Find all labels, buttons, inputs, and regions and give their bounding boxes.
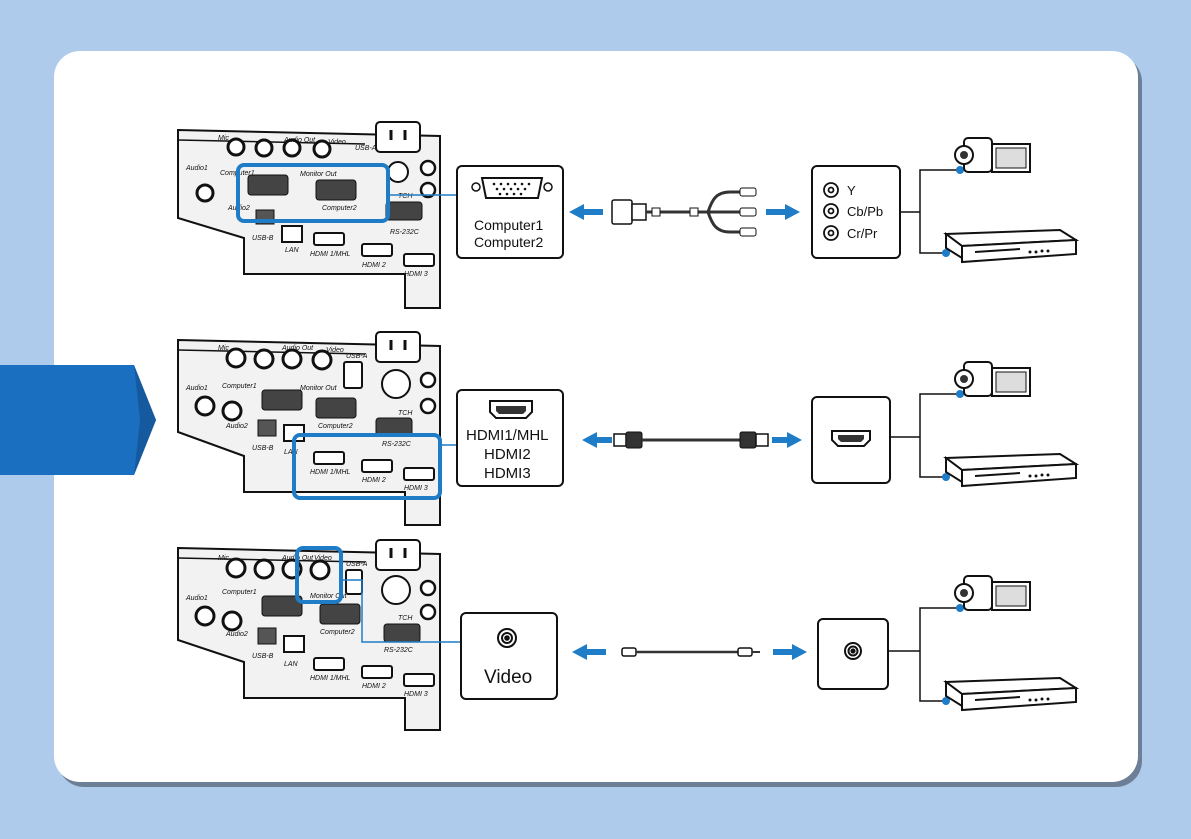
double-arrow-icon — [569, 204, 800, 220]
port-label-computer2: Computer2 — [474, 234, 544, 250]
camcorder-icon — [954, 575, 1031, 611]
projector-panel: Mic Audio Out Video USB-A Audio1 Compute… — [177, 539, 441, 731]
panel-label-computer2: Computer2 — [318, 423, 353, 430]
panel-label-mic: Mic — [218, 345, 229, 352]
panel-label-hdmi3: HDMI 3 — [404, 485, 428, 492]
panel-label-mic: Mic — [218, 555, 229, 562]
port-label-video: Video — [484, 667, 533, 688]
component-cable — [611, 187, 757, 237]
panel-label-hdmi3: HDMI 3 — [404, 271, 428, 278]
jack-label-y: Y — [847, 183, 856, 198]
panel-label-tch: TCH — [398, 193, 413, 200]
panel-label-computer1: Computer1 — [222, 383, 257, 390]
hdmi-cable — [613, 431, 769, 449]
panel-label-lan: LAN — [285, 247, 300, 254]
port-box — [460, 612, 558, 700]
rca-port-icon — [844, 642, 862, 660]
port-label-hdmi2: HDMI2 — [484, 446, 531, 463]
double-arrow-icon — [582, 432, 802, 448]
panel-label-hdmi1: HDMI 1/MHL — [310, 469, 351, 476]
panel-label-tch: TCH — [398, 615, 413, 622]
hdmi-port-icon — [489, 400, 533, 419]
port-box — [456, 389, 564, 487]
panel-label-computer1: Computer1 — [222, 589, 257, 596]
panel-label-tch: TCH — [398, 410, 413, 417]
panel-label-lan: LAN — [284, 661, 299, 668]
panel-label-audio1: Audio1 — [185, 385, 208, 392]
dvd-player-icon — [943, 452, 1080, 488]
panel-label-audio2: Audio2 — [225, 631, 248, 638]
panel-label-usb-a: USB-A — [346, 561, 368, 568]
panel-label-monitor-out: Monitor Out — [300, 171, 338, 178]
panel-label-hdmi3: HDMI 3 — [404, 691, 428, 698]
row-component: Mic Audio Out Video USB-A Audio1 Compute… — [0, 110, 1191, 330]
vga-port-icon — [471, 177, 553, 199]
panel-label-usb-b: USB-B — [252, 653, 274, 660]
panel-label-rs232c: RS-232C — [382, 441, 412, 448]
panel-label-rs232c: RS-232C — [390, 229, 420, 236]
port-label-hdmi1-mhl: HDMI1/MHL — [466, 427, 549, 444]
panel-label-rs232c: RS-232C — [384, 647, 414, 654]
panel-label-hdmi1: HDMI 1/MHL — [310, 251, 351, 258]
camcorder-icon — [954, 361, 1031, 397]
panel-label-hdmi2: HDMI 2 — [362, 477, 386, 484]
section-tab-arrow — [0, 365, 156, 475]
panel-highlight — [295, 546, 343, 604]
double-arrow-icon — [572, 644, 807, 660]
panel-label-mic: Mic — [218, 135, 229, 142]
dvd-player-icon — [943, 228, 1080, 264]
panel-label-video: Video — [326, 347, 344, 354]
panel-label-hdmi1: HDMI 1/MHL — [310, 675, 351, 682]
panel-label-hdmi2: HDMI 2 — [362, 262, 386, 269]
rca-port-icon — [497, 628, 517, 648]
rca-port-icon — [823, 182, 839, 241]
port-label-computer1: Computer1 — [474, 217, 544, 233]
panel-label-usb-a: USB-A — [346, 353, 368, 360]
panel-label-video: Video — [328, 139, 346, 146]
jack-label-cr-pr: Cr/Pr — [847, 226, 878, 241]
port-label-hdmi3: HDMI3 — [484, 465, 531, 482]
panel-label-audio1: Audio1 — [185, 595, 208, 602]
projector-panel: Mic Audio Out Video USB-A Audio1 Compute… — [177, 121, 441, 309]
camcorder-icon — [954, 137, 1031, 173]
panel-label-usb-b: USB-B — [252, 445, 274, 452]
row-video: Mic Audio Out Video USB-A Audio1 Compute… — [0, 530, 1191, 750]
panel-label-audio-out: Audio Out — [281, 345, 314, 352]
panel-label-video: Video — [314, 555, 332, 562]
panel-label-audio-out: Audio Out — [283, 137, 316, 144]
video-cable — [621, 647, 760, 657]
panel-highlight — [292, 433, 442, 500]
panel-label-computer2: Computer2 — [320, 629, 355, 636]
panel-highlight — [236, 163, 390, 223]
hdmi-port-icon — [831, 430, 871, 447]
panel-label-usb-b: USB-B — [252, 235, 274, 242]
row-hdmi: Mic Audio Out Video USB-A Audio1 Compute… — [0, 320, 1191, 540]
panel-label-audio1: Audio1 — [185, 165, 208, 172]
panel-label-monitor-out: Monitor Out — [300, 385, 338, 392]
projector-panel: Mic Audio Out Video USB-A Audio1 Compute… — [177, 331, 442, 526]
panel-label-audio2: Audio2 — [225, 423, 248, 430]
jack-label-cb-pb: Cb/Pb — [847, 204, 884, 219]
dvd-player-icon — [943, 676, 1080, 712]
panel-label-hdmi2: HDMI 2 — [362, 683, 386, 690]
panel-label-computer2: Computer2 — [322, 205, 357, 212]
panel-label-monitor-out: Monitor Out — [310, 593, 348, 600]
panel-label-lan: LAN — [284, 449, 299, 456]
panel-label-usb-a: USB-A — [355, 145, 377, 152]
